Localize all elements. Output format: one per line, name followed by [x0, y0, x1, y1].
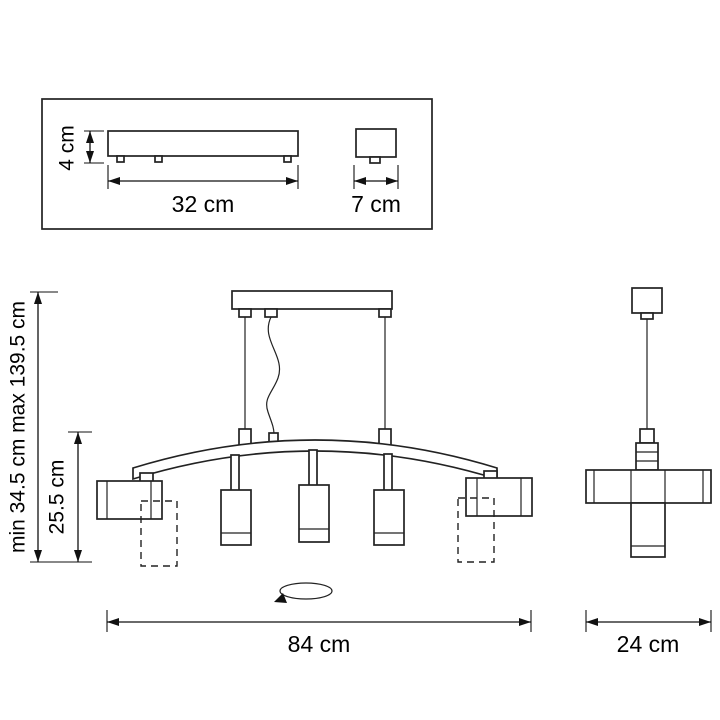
mounting-plate [107, 130, 299, 157]
dimension-label: 25.5 cm [46, 460, 69, 535]
dimension-fixture-depth: 24 cm [585, 610, 712, 657]
power-cord [266, 316, 281, 435]
dimension-label: 7 cm [351, 191, 401, 217]
lamp-rotated-position [140, 500, 178, 567]
dimension-label: 4 cm [56, 125, 79, 171]
side-view: 24 cm [585, 287, 712, 657]
dimension-fixture-height: 25.5 cm [46, 431, 92, 562]
panel-frame [41, 98, 433, 230]
lamp-stem [308, 449, 318, 487]
small-canopy-side-view [355, 128, 397, 164]
hook-middle [264, 308, 278, 318]
spot-lamp-vertical-2 [298, 449, 330, 543]
dimension-plate-height: 4 cm [56, 125, 104, 171]
lamp-stem [383, 453, 393, 492]
lamp-body [220, 489, 252, 546]
dimension-suspension-range: min 34.5 cm max 139.5 cm [7, 291, 92, 563]
lamp-bar-side [585, 469, 712, 504]
ceiling-box-foot [640, 312, 654, 320]
dimension-fixture-width: 84 cm [106, 610, 532, 657]
lamp-body [298, 484, 330, 543]
spot-lamp-left-horizontal [96, 472, 178, 567]
rotation-ellipse [279, 582, 333, 600]
lamp-stem [230, 454, 240, 492]
ceiling-box [631, 287, 663, 314]
spot-lamp-vertical-1 [220, 454, 252, 546]
lamp-body [373, 489, 405, 546]
small-canopy [355, 128, 397, 158]
swivel-joint [635, 442, 659, 471]
dimension-label: 84 cm [288, 631, 351, 657]
plate-foot-middle [154, 155, 163, 163]
rotation-arrow-icon [274, 593, 287, 603]
top-view-panel: 4 cm 32 cm 7 cm [41, 98, 433, 230]
dimension-label: 32 cm [172, 191, 235, 217]
spot-lamp-right-horizontal [457, 470, 533, 563]
front-view: 84 cm min 34.5 cm max 139.5 cm 25.5 cm [7, 290, 533, 657]
dimension-canopy-width: 7 cm [351, 165, 401, 217]
dimension-label: 24 cm [617, 631, 680, 657]
plate-foot-left [116, 155, 125, 163]
spot-lamp-vertical-3 [373, 453, 405, 546]
ceiling-plate [231, 290, 393, 310]
lamp-bar-body [585, 469, 712, 504]
hook-right [378, 308, 392, 318]
dimension-label: min 34.5 cm max 139.5 cm [7, 301, 30, 553]
lamp-rotated-position [457, 497, 495, 563]
small-canopy-foot [369, 156, 381, 164]
wire-gripper [639, 428, 655, 444]
dimension-plate-width: 32 cm [107, 165, 299, 217]
plate-foot-right [283, 155, 292, 163]
hook-left [238, 308, 252, 318]
lamp-body [465, 477, 533, 517]
lamp-vertical-side [630, 502, 666, 558]
mounting-plate-side-view [107, 130, 299, 163]
lamp-body [630, 502, 666, 558]
rotation-indicator [274, 582, 333, 603]
